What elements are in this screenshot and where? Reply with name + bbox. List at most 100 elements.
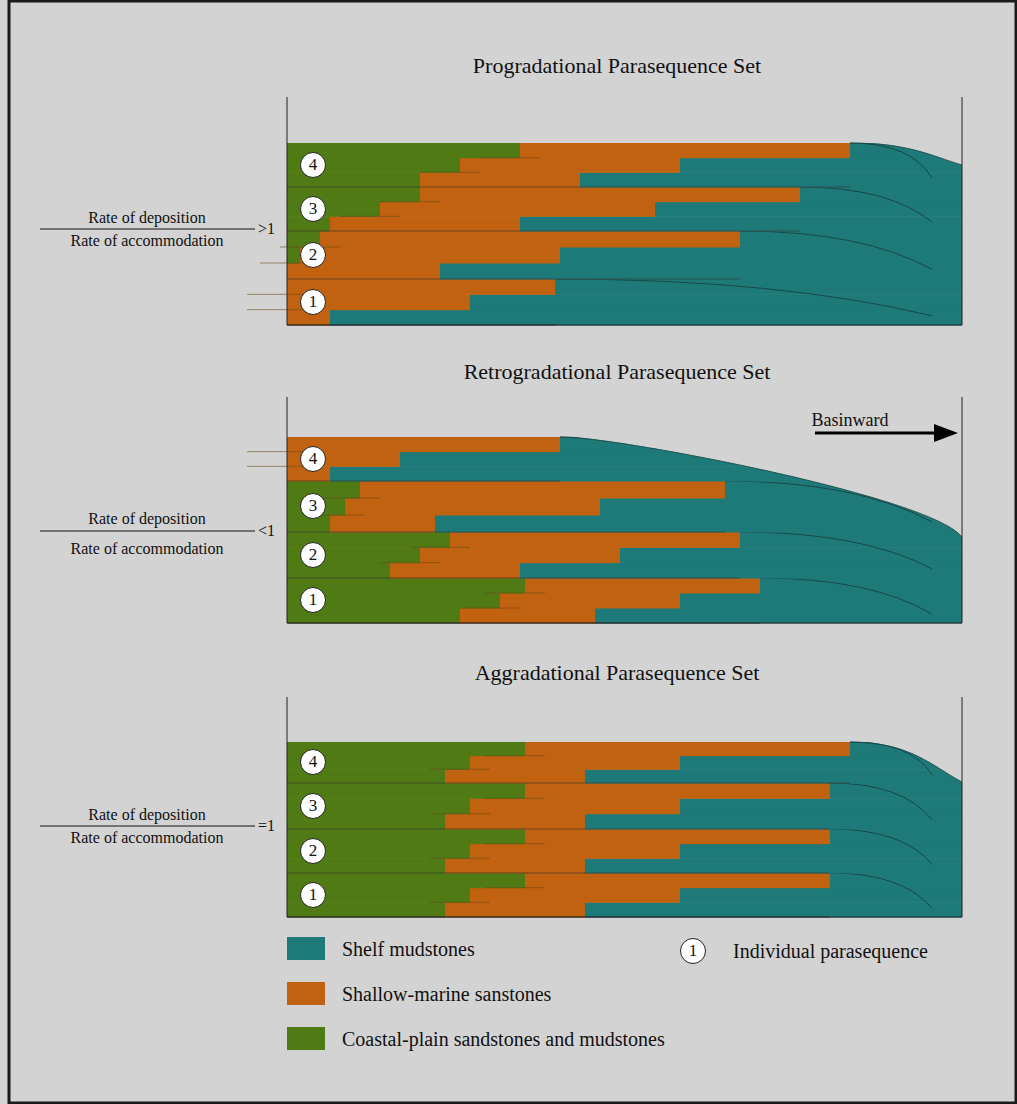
fraction-bar (40, 531, 255, 532)
coastal-plain-facies (287, 247, 300, 264)
parasequence-number: 4 (300, 749, 326, 775)
interfinger-line (247, 451, 307, 452)
shelf-mud-facies (520, 216, 962, 231)
shelf-mud-facies (740, 231, 962, 248)
clinoform-line (830, 783, 932, 820)
callout-number: 3 (309, 496, 318, 516)
clinoform-line (555, 279, 932, 316)
parasequence-number: 1 (300, 587, 326, 613)
shelf-mud-facies (680, 593, 962, 609)
shelf-mud-facies (680, 158, 962, 173)
shallow-marine-facies (520, 143, 850, 158)
legend-text: Individual parasequence (733, 940, 928, 963)
frame (9, 1, 1016, 1103)
shelf-mud-facies (585, 902, 962, 917)
parasequence-boundary (287, 873, 830, 874)
ratio-label: Rate of deposition (88, 510, 205, 528)
shallow-marine-facies (445, 814, 585, 830)
clinoform-line (760, 578, 932, 614)
interfinger-line (380, 201, 440, 202)
clinoform-line (800, 187, 932, 222)
shelf-mud-facies (760, 578, 962, 594)
clinoform-line (740, 532, 932, 569)
clinoform-line (830, 829, 932, 864)
fraction-bar (40, 826, 255, 827)
shelf-mud-facies (830, 783, 962, 799)
ratio-label: >1 (258, 220, 275, 238)
shallow-marine-facies (320, 231, 740, 248)
clinoform-line (830, 873, 932, 908)
shelf-mud-facies (740, 532, 962, 548)
surface-mask (560, 435, 962, 537)
interfinger-line (340, 216, 400, 217)
legend-swatch (287, 982, 325, 1005)
parasequence-number: 3 (300, 196, 326, 222)
callout-number: 1 (309, 885, 318, 905)
depositional-surface (850, 742, 962, 782)
shallow-marine-facies (525, 578, 760, 594)
interfinger-line (320, 498, 380, 499)
interfinger-line (420, 172, 480, 173)
shelf-mud-facies (585, 769, 962, 783)
shallow-marine-facies (470, 888, 680, 903)
interfinger-line (460, 608, 520, 609)
interfinger-line (485, 798, 545, 799)
interfinger-line (430, 902, 490, 903)
callout-number: 3 (309, 796, 318, 816)
shallow-marine-facies (470, 798, 680, 814)
shelf-mud-facies (595, 608, 962, 624)
interfinger-line (380, 562, 440, 563)
shelf-mud-facies (555, 279, 962, 295)
ratio-label: =1 (258, 817, 275, 835)
clinoform-line (740, 231, 932, 269)
shallow-marine-facies (500, 593, 680, 609)
callout-number: 2 (309, 841, 318, 861)
interfinger-line (485, 593, 545, 594)
depositional-surface (850, 143, 962, 165)
shallow-marine-facies (287, 279, 555, 295)
basinward-arrow (815, 432, 938, 435)
surface-mask (850, 141, 962, 165)
legend-text: Coastal-plain sandstones and mudstones (342, 1027, 665, 1050)
shallow-marine-facies (330, 515, 435, 533)
parasequence-boundary (287, 829, 830, 830)
shelf-mud-facies (830, 873, 962, 888)
callout-number: 1 (309, 292, 318, 312)
shelf-mud-facies (330, 310, 962, 326)
coastal-plain-facies (287, 481, 360, 499)
shelf-mud-facies (830, 829, 962, 844)
callout-number: 2 (309, 545, 318, 565)
fraction-bar (40, 229, 255, 230)
shallow-marine-facies (445, 858, 585, 873)
parasequence-number: 3 (300, 493, 326, 519)
shallow-marine-facies (360, 481, 725, 499)
shelf-mud-facies (655, 202, 962, 217)
shallow-marine-facies (470, 844, 680, 859)
shelf-mud-facies (520, 563, 962, 579)
shelf-mud-facies (680, 844, 962, 859)
shelf-mud-facies (580, 172, 962, 187)
shallow-marine-facies (460, 608, 595, 624)
shelf-mud-facies (585, 858, 962, 873)
panel-title: Progradational Parasequence Set (473, 53, 761, 79)
shallow-marine-facies (420, 172, 580, 187)
ratio-label: Rate of deposition (88, 806, 205, 824)
shallow-marine-facies (390, 563, 520, 579)
interfinger-line (247, 466, 307, 467)
shallow-marine-facies (525, 783, 830, 799)
shallow-marine-facies (525, 829, 830, 844)
parasequence-number: 4 (300, 152, 326, 178)
legend-swatch (287, 1027, 325, 1050)
shallow-marine-facies (287, 437, 560, 452)
parasequence-boundary (287, 481, 560, 482)
callout-number: 2 (309, 245, 318, 265)
callout-number: 4 (309, 752, 318, 772)
parasequence-boundary (287, 532, 725, 533)
shallow-marine-facies (470, 756, 680, 770)
shelf-mud-facies (435, 515, 962, 533)
parasequence-number: 1 (680, 938, 706, 964)
surface-mask (850, 740, 962, 782)
parasequence-number: 1 (300, 289, 326, 315)
ratio-label: <1 (258, 522, 275, 540)
shelf-mud-facies (680, 798, 962, 814)
